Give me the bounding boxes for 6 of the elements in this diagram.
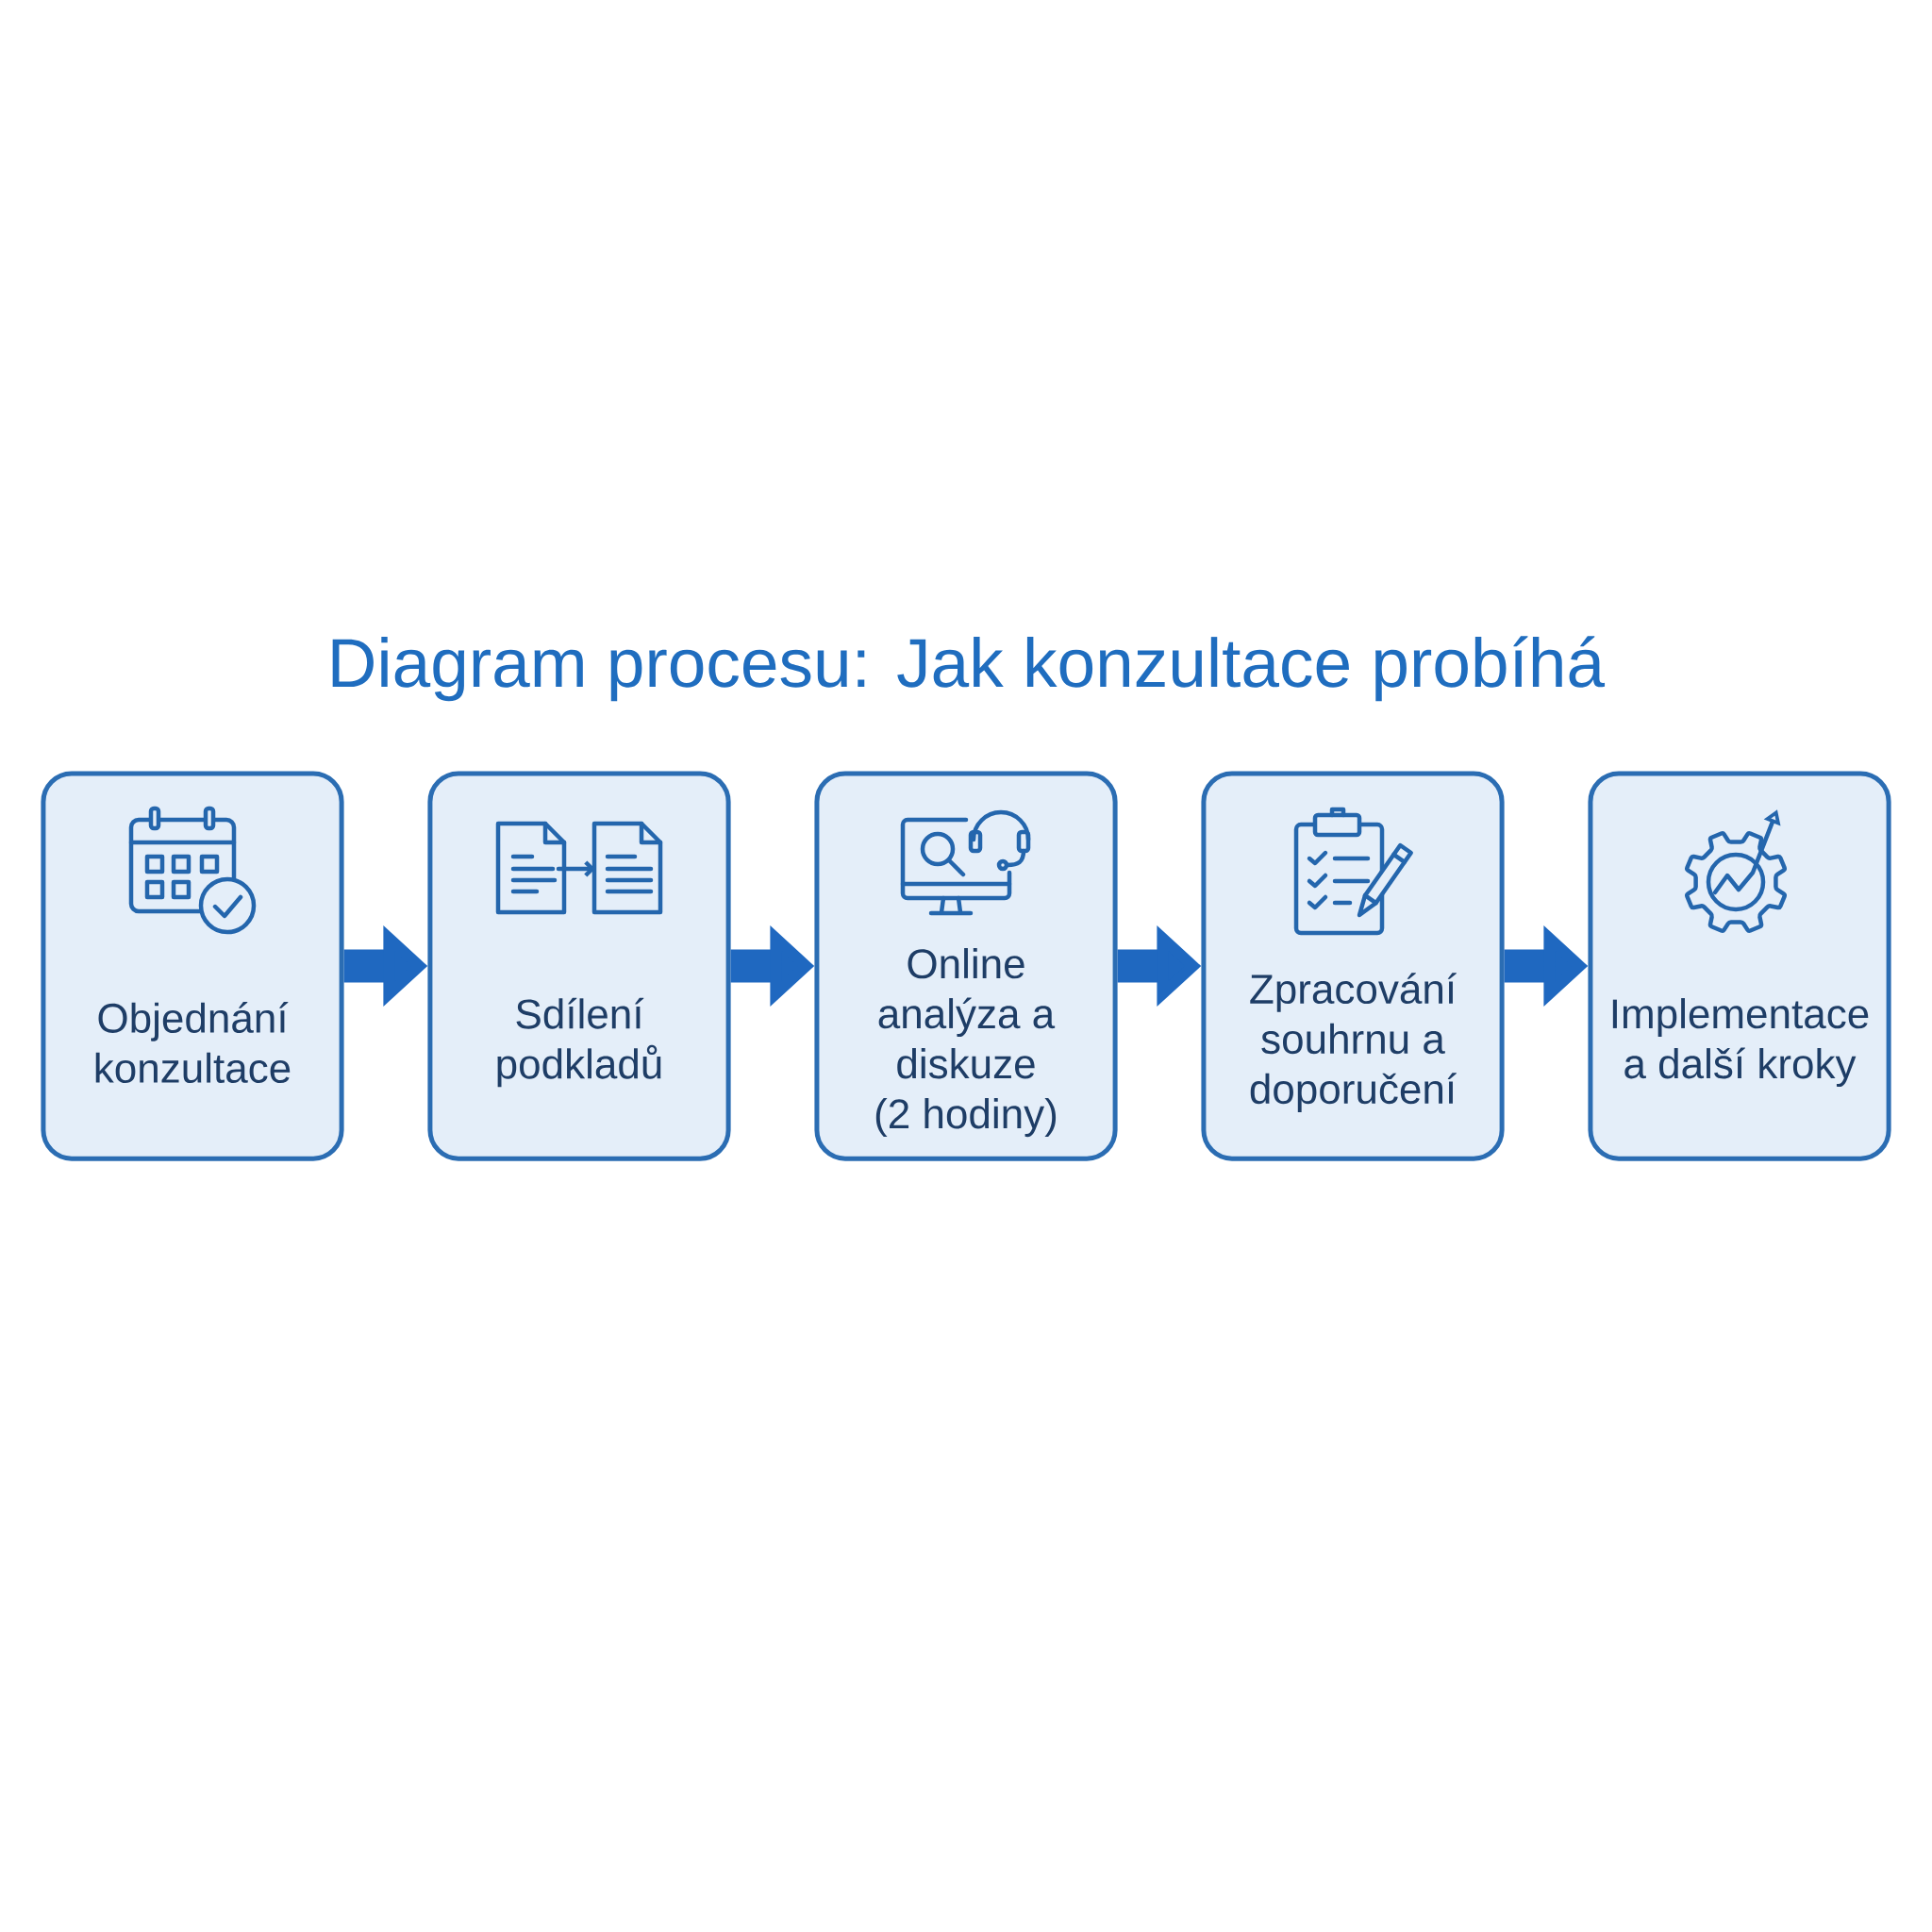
process-box: Zpracování souhrnu a doporučení: [1201, 771, 1505, 1161]
process-box: Sdílení podkladů: [427, 771, 731, 1161]
title: Diagram procesu: Jak konzultace probíhá: [332, 636, 1606, 702]
process-box: Implementace a další kroky: [1588, 771, 1891, 1161]
process-box: Objednání konzultace: [41, 771, 344, 1161]
process-box: Online analýza a diskuze (2 hodiny): [814, 771, 1118, 1161]
